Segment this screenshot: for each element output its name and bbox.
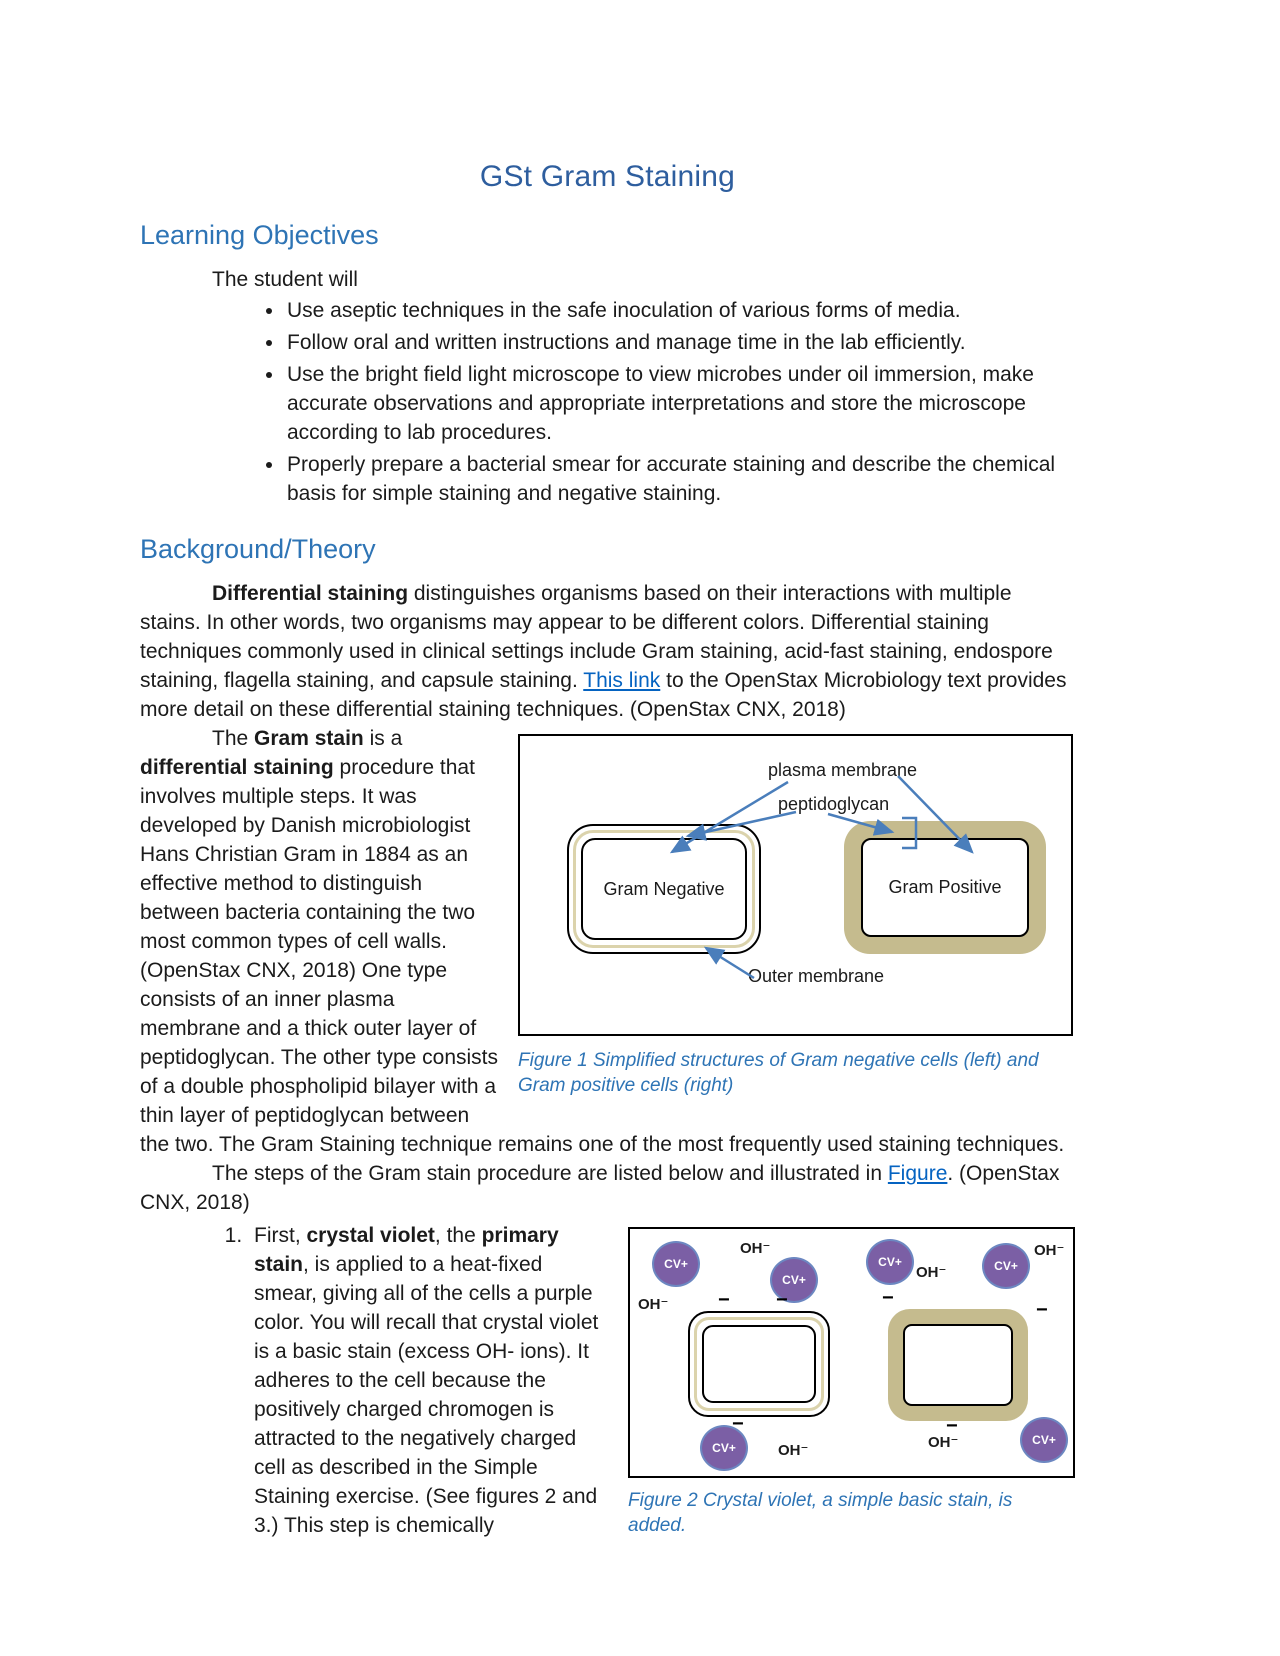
objective-item-1: Use aseptic techniques in the safe inocu… xyxy=(285,296,1075,325)
hydroxide-ion-label: OH⁻ xyxy=(778,1442,809,1459)
objective-item-3: Use the bright field light microscope to… xyxy=(285,360,1075,447)
hydroxide-ion-label: OH⁻ xyxy=(740,1240,771,1257)
arrow-peptidoglycan-to-positive xyxy=(827,812,895,836)
gram-negative-cell: Gram Negative xyxy=(567,824,761,954)
figure2: CV+ CV+ CV+ CV+ CV+ CV+ OH⁻ OH⁻ OH⁻ OH⁻ … xyxy=(628,1227,1075,1538)
text-segment: First, xyxy=(254,1224,307,1247)
objective-item-4: Properly prepare a bacterial smear for a… xyxy=(285,450,1075,508)
gram-stain-steps-list: First, crystal violet, the primary stain… xyxy=(140,1221,1075,1540)
negative-charge-mark: − xyxy=(882,1287,894,1309)
figure1-caption: Figure 1 Simplified structures of Gram n… xyxy=(518,1050,1039,1096)
text-segment: is a xyxy=(363,727,403,750)
crystal-violet-ion-badge: CV+ xyxy=(700,1425,748,1471)
section-heading-background-theory: Background/Theory xyxy=(140,534,376,564)
text-segment: crystal violet xyxy=(306,1224,435,1247)
text-segment: to the OpenStax Microbiology text provid… xyxy=(140,669,1067,721)
text-segment: differential staining xyxy=(140,756,334,779)
text-segment: Gram stain xyxy=(254,727,364,750)
hyperlink-this-link[interactable]: This link xyxy=(583,669,661,692)
step-item-1: First, crystal violet, the primary stain… xyxy=(248,1221,1075,1540)
page-title: GSt Gram Staining xyxy=(479,160,736,193)
peptidoglycan-thin-layer: Gram Negative xyxy=(573,830,755,948)
hydroxide-ion-label: OH⁻ xyxy=(916,1264,947,1281)
figure2-caption: Figure 2 Crystal violet, a simple basic … xyxy=(628,1490,1013,1536)
gram-positive-label: Gram Positive xyxy=(888,877,1002,897)
arrow-outer-membrane-to-negative xyxy=(703,946,755,980)
negative-charge-mark: − xyxy=(732,1413,744,1435)
label-peptidoglycan: peptidoglycan xyxy=(778,794,890,814)
figure2-box: CV+ CV+ CV+ CV+ CV+ CV+ OH⁻ OH⁻ OH⁻ OH⁻ … xyxy=(628,1227,1075,1478)
negative-charge-mark: − xyxy=(718,1289,730,1311)
background-paragraph-2: The Gram stain is a differential stainin… xyxy=(140,724,1075,1159)
figure1-box: plasma membrane peptidoglycan Outer memb… xyxy=(518,734,1073,1036)
hydroxide-ion-label: OH⁻ xyxy=(928,1434,959,1451)
section-heading-learning-objectives: Learning Objectives xyxy=(140,220,379,250)
arrow-plasma-to-positive xyxy=(897,775,974,854)
background-paragraph-1: Differential staining distinguishes orga… xyxy=(140,579,1075,724)
learning-objectives-list: Use aseptic techniques in the safe inocu… xyxy=(140,296,1075,508)
gram-positive-cell: Gram Positive xyxy=(844,821,1046,954)
text-segment: Differential staining xyxy=(212,582,409,605)
text-segment: The xyxy=(212,727,255,750)
text-segment: primary stain xyxy=(254,1224,559,1276)
gram-negative-cell xyxy=(688,1311,830,1417)
hyperlink-figure[interactable]: Figure xyxy=(887,1162,948,1185)
negative-charge-mark: − xyxy=(946,1415,958,1437)
text-segment: . (OpenStax CNX, 2018) xyxy=(140,1162,1060,1214)
objective-item-2: Follow oral and written instructions and… xyxy=(285,328,1075,357)
figure1-annotation-arrows xyxy=(669,775,974,980)
text-segment: distinguishes organisms based on their i… xyxy=(140,582,1053,692)
gram-positive-cell xyxy=(888,1309,1028,1421)
crystal-violet-ion-badge: CV+ xyxy=(1020,1417,1068,1463)
background-figure1-section: plasma membrane peptidoglycan Outer memb… xyxy=(140,724,1075,1159)
negative-charge-mark: − xyxy=(776,1289,788,1311)
gram-negative-label: Gram Negative xyxy=(603,878,725,899)
text-segment: , is applied to a heat-fixed smear, givi… xyxy=(254,1253,599,1537)
label-plasma-membrane: plasma membrane xyxy=(768,760,918,780)
background-paragraph-3: The steps of the Gram stain procedure ar… xyxy=(140,1159,1075,1217)
gram-negative-plasma-membrane xyxy=(702,1325,816,1403)
text-segment: procedure that involves multiple steps. … xyxy=(140,756,1065,1156)
learning-intro: The student will xyxy=(212,268,358,291)
crystal-violet-ion-badge: CV+ xyxy=(770,1257,818,1303)
document-page: GSt Gram Staining Learning Objectives Th… xyxy=(140,0,1075,1542)
gram-positive-plasma-membrane xyxy=(903,1324,1013,1406)
crystal-violet-ion-badge: CV+ xyxy=(652,1241,700,1287)
crystal-violet-ion-badge: CV+ xyxy=(982,1243,1030,1289)
text-segment: , the xyxy=(434,1224,482,1247)
negative-charge-mark: − xyxy=(1036,1299,1048,1321)
steps-figure2-section: CV+ CV+ CV+ CV+ CV+ CV+ OH⁻ OH⁻ OH⁻ OH⁻ … xyxy=(140,1221,1075,1542)
text-segment: The steps of the Gram stain procedure ar… xyxy=(212,1162,888,1185)
gram-positive-plasma-membrane: Gram Positive xyxy=(861,838,1029,937)
peptidoglycan-thickness-bracket xyxy=(902,816,918,850)
hydroxide-ion-label: OH⁻ xyxy=(638,1296,669,1313)
arrow-peptidoglycan-to-negative xyxy=(685,810,797,841)
peptidoglycan-thin-layer xyxy=(694,1317,824,1411)
crystal-violet-ion-badge: CV+ xyxy=(866,1239,914,1285)
label-outer-membrane: Outer membrane xyxy=(748,966,885,986)
gram-negative-plasma-membrane: Gram Negative xyxy=(581,838,747,940)
figure1: plasma membrane peptidoglycan Outer memb… xyxy=(518,734,1075,1098)
hydroxide-ion-label: OH⁻ xyxy=(1034,1242,1065,1259)
